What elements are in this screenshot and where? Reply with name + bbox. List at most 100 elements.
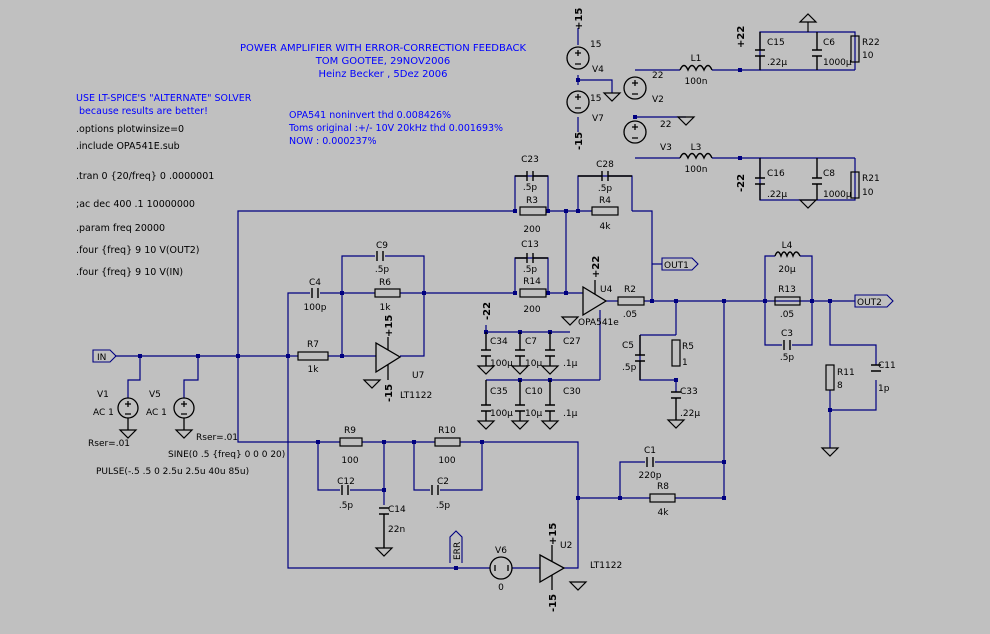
inductor-l4 xyxy=(774,251,801,258)
title-line-3: Heinz Becker , 5Dez 2006 xyxy=(318,69,447,80)
value-c27: .1µ xyxy=(563,359,578,369)
rail-label-l3: -22 xyxy=(736,174,747,192)
wire-err-loop xyxy=(287,356,490,569)
ref-r21: R21 xyxy=(862,174,880,184)
capacitor-c6 xyxy=(812,32,822,70)
ref-r9: R9 xyxy=(344,426,356,436)
junction xyxy=(828,299,832,303)
junction xyxy=(633,115,637,119)
wire-l4-right xyxy=(800,255,813,301)
ref-v1: V1 xyxy=(97,390,109,400)
wire-v1 xyxy=(127,356,141,398)
rail-label-u7-top: +15 xyxy=(384,315,395,337)
value-l4: 20µ xyxy=(778,265,795,275)
ref-c12: C12 xyxy=(337,477,355,487)
junction xyxy=(286,354,290,358)
value-c30: .1µ xyxy=(563,409,578,419)
inductor-l1 xyxy=(679,64,713,72)
value-u2: LT1122 xyxy=(590,561,622,571)
net-label-err: ERR xyxy=(453,542,463,560)
value-r10: 100 xyxy=(438,456,455,466)
junction xyxy=(546,291,550,295)
wire-u2-out xyxy=(564,562,579,569)
ref-r14: R14 xyxy=(523,277,541,287)
junction xyxy=(340,291,344,295)
capacitor-c8 xyxy=(812,158,822,200)
ref-c2: C2 xyxy=(437,477,449,487)
ref-l3: L3 xyxy=(691,143,702,153)
junction xyxy=(828,408,832,412)
ref-r8: R8 xyxy=(657,482,669,492)
junction xyxy=(763,299,767,303)
wire-c3-right xyxy=(792,301,813,346)
ref-v3: V3 xyxy=(660,143,672,153)
sine-spec: SINE(0 .5 {freq} 0 0 0 20) xyxy=(168,450,285,460)
wire-v4-gnd xyxy=(578,79,613,93)
ref-v6: V6 xyxy=(495,546,507,556)
ref-c30: C30 xyxy=(563,387,581,397)
capacitor-c2 xyxy=(431,485,439,495)
ground-symbol xyxy=(798,199,818,209)
ref-r22: R22 xyxy=(862,38,880,48)
value-r22: 10 xyxy=(862,51,874,61)
ref-c23: C23 xyxy=(521,155,539,165)
value-c11: 1p xyxy=(878,384,890,394)
value-l1: 100n xyxy=(685,77,708,87)
wire-c5-r5 xyxy=(639,335,677,392)
wire-r4-out1 xyxy=(632,210,653,301)
ref-c3: C3 xyxy=(781,329,793,339)
value-c9: .5p xyxy=(375,265,390,275)
wire-c4 xyxy=(287,292,310,356)
ground-symbol xyxy=(510,365,530,375)
ground-symbol xyxy=(476,420,496,430)
solver-note-2: because results are better! xyxy=(76,106,208,117)
ref-c13: C13 xyxy=(521,240,539,250)
ref-c7: C7 xyxy=(525,337,537,347)
wire-c3 xyxy=(764,301,782,346)
resistor-r13 xyxy=(774,296,801,306)
junction xyxy=(513,209,517,213)
resistor-r4 xyxy=(591,206,619,216)
source-polarity xyxy=(125,50,638,571)
resistor-r8 xyxy=(649,493,676,503)
thd-results: OPA541 noninvert thd 0.008426% Toms orig… xyxy=(288,110,503,147)
ref-c8: C8 xyxy=(823,169,835,179)
rail-labels: +15 -15 +22 -22 +15 -15 +22 -22 +15 -15 xyxy=(384,8,747,612)
net-label-out1: OUT1 xyxy=(664,261,689,271)
ref-c14: C14 xyxy=(388,505,406,515)
value-v7: 15 xyxy=(590,94,601,104)
junction xyxy=(576,78,580,82)
ground-symbol xyxy=(540,420,560,430)
resistor-r5 xyxy=(671,339,681,367)
ref-u7: U7 xyxy=(412,371,424,381)
value-v5: AC 1 xyxy=(146,408,167,418)
ref-c27: C27 xyxy=(563,337,581,347)
ground-symbol xyxy=(362,379,382,389)
capacitor-c1 xyxy=(646,457,654,467)
ref-c1: C1 xyxy=(644,446,656,456)
ref-c16: C16 xyxy=(767,169,785,179)
result-line-3: NOW : 0.000237% xyxy=(289,136,377,147)
wire-r11-bottom xyxy=(829,380,877,411)
ref-c4: C4 xyxy=(309,278,321,288)
source-labels: V1 AC 1 Rser=.01 V5 AC 1 Rser=.01 SINE(0… xyxy=(88,390,285,477)
value-u4: OPA541e xyxy=(578,318,619,328)
ref-v4: V4 xyxy=(592,65,604,75)
wire-c2 xyxy=(413,442,430,491)
resistor-r3 xyxy=(519,206,547,216)
junction xyxy=(422,291,426,295)
inductor-l3 xyxy=(679,152,713,160)
value-c12: .5p xyxy=(339,501,354,511)
value-v2: 22 xyxy=(652,71,663,81)
capacitor-c33 xyxy=(671,391,681,420)
ref-r13: R13 xyxy=(778,285,796,295)
value-c3: .5p xyxy=(780,353,795,363)
opamps xyxy=(375,280,608,590)
pulse-spec: PULSE(-.5 .5 0 2.5u 2.5u 40u 85u) xyxy=(96,467,249,477)
resistor-r22 xyxy=(850,35,860,63)
junction xyxy=(382,488,386,492)
wire-c9-right xyxy=(385,255,425,293)
ref-r5: R5 xyxy=(682,342,694,352)
directive-four-in: .four {freq} 9 10 V(IN) xyxy=(76,267,183,278)
